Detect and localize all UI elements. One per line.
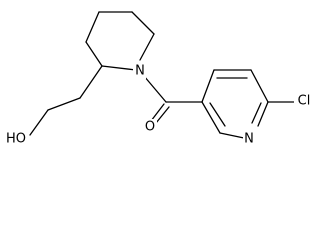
bond	[143, 75, 167, 103]
chemical-structure-diagram: N O N Cl HO	[4, 11, 314, 147]
bond	[251, 102, 262, 124]
atom-labels: N O N Cl HO	[4, 63, 314, 147]
piperidine-ring	[85, 11, 155, 71]
bond	[250, 69, 269, 103]
atom-label-n-pyridine: N	[244, 132, 254, 147]
bond	[85, 41, 103, 67]
carbonyl-group	[143, 75, 203, 124]
bond	[29, 109, 49, 136]
bond	[257, 101, 269, 127]
atom-label-o-carbonyl: O	[145, 120, 155, 135]
bond	[209, 102, 226, 127]
pyridine-ring	[201, 69, 269, 139]
bond	[47, 97, 81, 111]
hydroxyethyl-chain	[29, 65, 103, 136]
atom-label-hydroxyl: HO	[6, 132, 26, 147]
bond	[155, 106, 170, 124]
bond	[85, 11, 100, 43]
atom-label-chlorine: Cl	[298, 94, 311, 109]
bond	[201, 69, 215, 103]
bond	[150, 103, 165, 122]
bond	[139, 33, 155, 61]
bond	[131, 11, 155, 35]
bond	[101, 65, 137, 71]
bond	[79, 65, 103, 99]
atom-label-n-piperidine: N	[135, 64, 145, 79]
bond	[219, 132, 245, 139]
bond	[201, 101, 221, 134]
